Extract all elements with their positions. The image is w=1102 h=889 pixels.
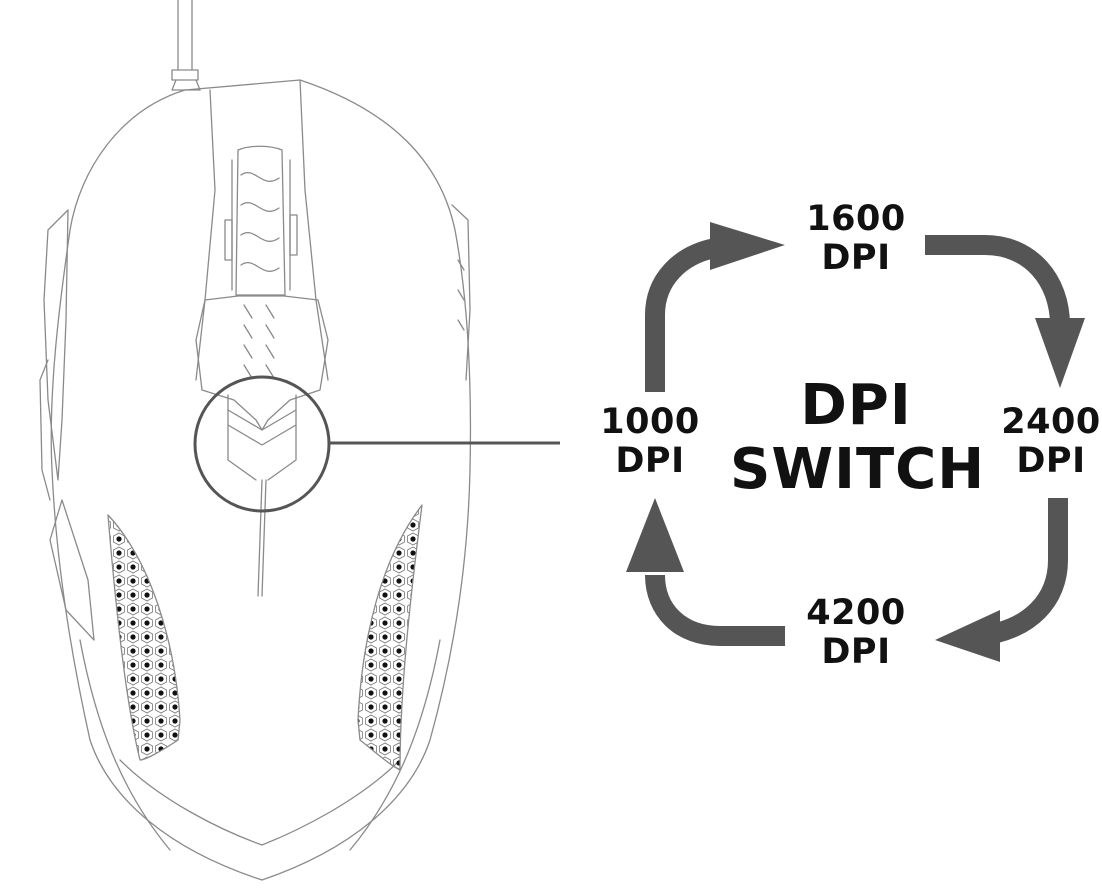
dpi-value: 1600 xyxy=(806,199,906,239)
title-line-1: DPI xyxy=(800,373,912,438)
dpi-unit: DPI xyxy=(615,441,685,482)
arrow-1000-to-1600 xyxy=(645,238,718,392)
arrowhead-to-1000 xyxy=(626,498,684,572)
arrow-4200-to-1000 xyxy=(645,574,785,646)
arrowhead-to-2400 xyxy=(1035,318,1085,388)
dpi-switch-title: DPI SWITCH xyxy=(730,373,986,503)
dpi-step-4200: 4200 DPI xyxy=(796,593,916,673)
dpi-value: 4200 xyxy=(806,593,906,633)
arrowheads xyxy=(626,222,1085,662)
dpi-step-2400: 2400 DPI xyxy=(996,402,1102,482)
arrowhead-to-4200 xyxy=(935,610,1000,662)
arrowhead-to-1600 xyxy=(710,222,785,270)
title-line-2: SWITCH xyxy=(730,437,986,503)
dpi-unit: DPI xyxy=(1016,441,1086,482)
dpi-step-1600: 1600 DPI xyxy=(796,199,916,279)
dpi-step-1000: 1000 DPI xyxy=(590,402,710,482)
dpi-unit: DPI xyxy=(821,238,891,279)
arrow-1600-to-2400 xyxy=(925,235,1070,326)
dpi-value: 2400 xyxy=(1001,402,1101,442)
mouse-illustration xyxy=(39,0,472,881)
cycle-arrows xyxy=(645,235,1070,646)
dpi-unit: DPI xyxy=(821,632,891,673)
dpi-switch-callout xyxy=(193,375,331,513)
dpi-value: 1000 xyxy=(600,402,700,442)
